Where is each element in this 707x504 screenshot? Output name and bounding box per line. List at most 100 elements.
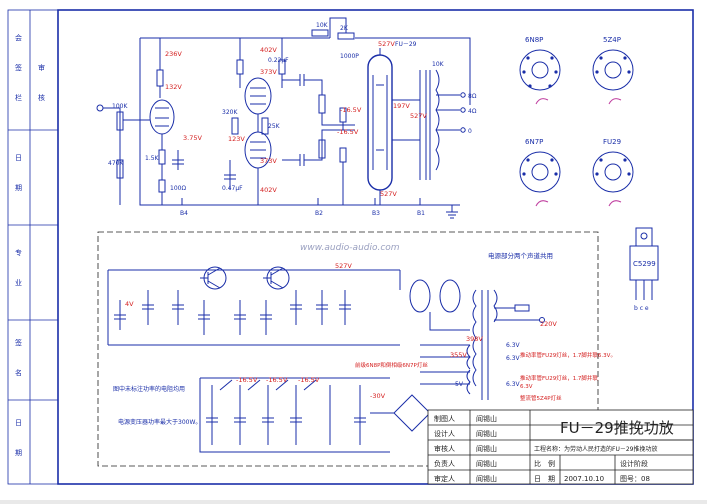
svg-text:核: 核 xyxy=(38,93,45,102)
svg-text:期: 期 xyxy=(15,449,22,457)
v-402b: 402V xyxy=(260,186,277,194)
svg-text:会: 会 xyxy=(15,33,22,42)
v-236: 236V xyxy=(165,50,182,58)
svg-text:日: 日 xyxy=(15,154,22,162)
v-m30: -30V xyxy=(370,392,386,400)
pinout-pins xyxy=(522,56,631,176)
v-197: 197V xyxy=(393,102,410,110)
heater-notes: 推动率管FU29灯丝，1.7脚并联6.3V。 推动率管FU29灯丝，1.7脚并联… xyxy=(355,351,616,402)
svg-text:签: 签 xyxy=(15,338,22,347)
label-5z4p: 5Z4P xyxy=(603,36,621,44)
v-398: 398V xyxy=(466,335,483,343)
note-2: 电源变压器功率最大于300W。 xyxy=(118,418,201,426)
svg-text:审: 审 xyxy=(38,63,45,72)
v-527a: 527V xyxy=(378,40,395,48)
psu-note: 电源部分两个声道共用 xyxy=(488,251,553,260)
psu-dashed-box xyxy=(97,231,599,467)
winding-1: 6.3V xyxy=(506,342,521,349)
v-527c: 527V xyxy=(410,112,427,120)
r-100k: 100K xyxy=(112,103,128,110)
out-0: 0 xyxy=(468,128,472,135)
power-supply-section xyxy=(107,266,545,453)
left-margin-labels: 会 签 栏 日 期 专 业 签 名 日 期 审 核 xyxy=(15,33,45,457)
r-10k: 10K xyxy=(316,22,329,29)
c-1000p: 1000P xyxy=(340,53,359,60)
v-4v: 4V xyxy=(125,300,134,308)
heater-note-4: 整流管5Z4P灯丝 xyxy=(520,394,562,402)
v-402a: 402V xyxy=(260,46,277,54)
v-373a: 373V xyxy=(260,68,277,76)
heater-note-5: 前级6N8P和倒相级6N7P灯丝 xyxy=(355,361,428,369)
row-name-0: 阎锡山 xyxy=(476,414,497,423)
out-8ohm: 8Ω xyxy=(468,93,477,100)
r-2k: 2K xyxy=(340,25,349,32)
project-name: 工程名称：为劳动人民打造的FU－29推挽功放 xyxy=(534,445,657,453)
svg-text:日: 日 xyxy=(15,419,22,427)
svg-text:业: 业 xyxy=(15,278,22,287)
bus-b1: B1 xyxy=(417,210,425,217)
row-role-3: 负责人 xyxy=(434,459,455,468)
v-373b: 373V xyxy=(260,157,277,165)
row-role-1: 设计人 xyxy=(434,429,455,438)
c-047uf: 0.47μF xyxy=(222,185,243,192)
note-1: 图中未标注功率的电阻均用 xyxy=(113,385,185,393)
row-name-3: 阎锡山 xyxy=(476,459,497,468)
v-m165b: -16.5V xyxy=(337,128,359,136)
v-m165a: -16.5V xyxy=(340,106,362,114)
svg-text:期: 期 xyxy=(15,184,22,192)
amplifier-section xyxy=(96,17,471,219)
title-block-text: 制图人 阎锡山 设计人 阎锡山 审核人 阎锡山 负责人 阎锡山 审定人 阎锡山 … xyxy=(434,414,674,483)
label-6n7p: 6N7P xyxy=(525,138,543,146)
date-label: 日 期 xyxy=(534,475,555,483)
drawing-title: FU－29推挽功放 xyxy=(560,419,674,437)
v-bias2: -16.5V xyxy=(266,376,288,384)
voltage-annotations: 236V 132V 3.75V 402V 373V 123V 373V 402V… xyxy=(125,40,557,400)
winding-4: 6.3V xyxy=(506,381,521,388)
date-value: 2007.10.10 xyxy=(564,475,604,483)
row-name-2: 阎锡山 xyxy=(476,444,497,453)
v-220: 220V xyxy=(540,320,557,328)
label-c5299: C5299 xyxy=(633,260,656,268)
svg-text:栏: 栏 xyxy=(15,93,22,102)
bus-b2: B2 xyxy=(315,210,323,217)
heater-note-2: 推动率管FU29灯丝，1.7脚并联 xyxy=(520,374,598,382)
title-block xyxy=(427,409,694,485)
svg-text:专: 专 xyxy=(15,248,22,257)
v-527b: 527V xyxy=(380,190,397,198)
svg-text:名: 名 xyxy=(15,368,22,377)
r-470k: 470K xyxy=(108,160,124,167)
row-role-2: 审核人 xyxy=(434,444,455,453)
v-123: 123V xyxy=(228,135,245,143)
svg-text:签: 签 xyxy=(15,63,22,72)
component-labels: FU－29 6N8P 5Z4P 6N7P FU29 C5299 b c e 8Ω… xyxy=(108,22,656,426)
label-fu29b: FU29 xyxy=(603,138,621,146)
v-bias1: -16.5V xyxy=(236,376,258,384)
v-132: 132V xyxy=(165,83,182,91)
label-fu29: FU－29 xyxy=(395,41,417,48)
v-355: 355V xyxy=(450,351,467,359)
row-role-0: 制图人 xyxy=(434,414,455,423)
v-527d: 527V xyxy=(335,262,352,270)
watermark: www.audio-audio.com xyxy=(300,243,400,253)
r-1k5: 1.5K xyxy=(145,155,160,162)
winding-2: 6.3V xyxy=(506,355,521,362)
v-bias3: -16.5V xyxy=(298,376,320,384)
stage-label: 设计阶段 xyxy=(620,459,648,468)
label-tr-pins: b c e xyxy=(634,305,649,312)
out-4ohm: 4Ω xyxy=(468,108,477,115)
r-100ohm: 100Ω xyxy=(170,185,186,192)
r-25k: 25K xyxy=(268,123,281,130)
drawing-no: 图号：08 xyxy=(620,475,650,483)
bus-b4: B4 xyxy=(180,210,188,217)
row-name-4: 阎锡山 xyxy=(476,474,497,483)
xfmr-10k: 10K xyxy=(432,61,445,68)
scale-label: 比 例 xyxy=(534,459,555,468)
heater-note-1: 推动率管FU29灯丝，1.7脚并联6.3V。 xyxy=(520,351,616,359)
label-6n8p: 6N8P xyxy=(525,36,543,44)
winding-3: 5V xyxy=(455,381,464,388)
c-022uf: 0.22μF xyxy=(268,57,289,64)
row-name-1: 阎锡山 xyxy=(476,429,497,438)
bus-b3: B3 xyxy=(372,210,380,217)
